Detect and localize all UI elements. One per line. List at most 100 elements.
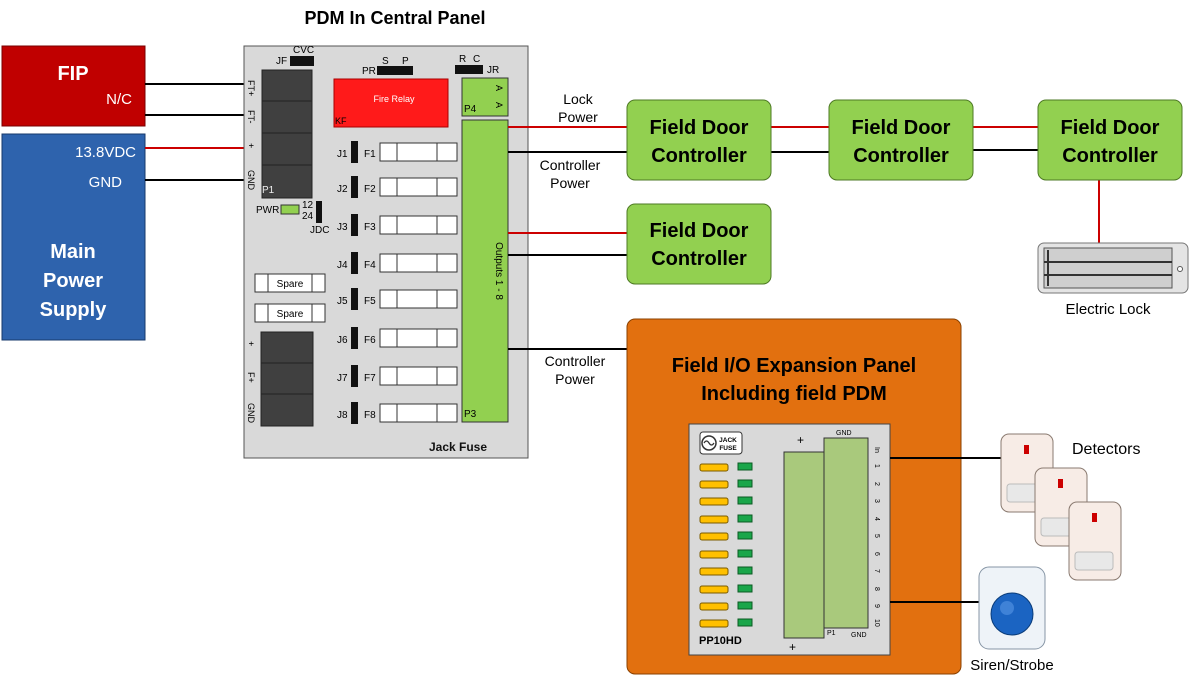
fdc-4-line2: Controller	[651, 248, 747, 270]
pp-n6: 6	[873, 552, 880, 556]
j2-label: J2	[337, 184, 348, 195]
j6-label: J6	[337, 335, 348, 346]
f2-label: F2	[364, 184, 376, 195]
field-door-controller-4: Field Door Controller	[626, 203, 772, 285]
psu-label-line2: Power	[43, 270, 103, 292]
spare-fuse-2-label: Spare	[277, 309, 304, 320]
fdc-3-line1: Field Door	[1061, 117, 1160, 139]
field-io-expansion-panel: Field I/O Expansion Panel Including fiel…	[626, 318, 962, 675]
fdc-3-line2: Controller	[1062, 145, 1158, 167]
p4-a2-label: A	[494, 102, 504, 108]
fip-nc-label: N/C	[106, 91, 132, 108]
pp-n1: 1	[873, 464, 880, 468]
pp-n9: 9	[873, 604, 880, 608]
controller-power-label-2: Power	[550, 175, 590, 191]
f3-label: F3	[364, 222, 376, 233]
fuse-row-6: J6 F6	[337, 327, 458, 349]
r-label: R	[459, 54, 466, 65]
pp-gnd-top-label: GND	[836, 430, 852, 437]
j1-label: J1	[337, 149, 348, 160]
logo-text-1: JACK	[719, 437, 737, 444]
fuse-row-2: J2 F2	[337, 176, 458, 198]
s-label: S	[382, 56, 389, 67]
lock-power-label-1: Lock	[563, 91, 594, 107]
lower-fplus-label: F+	[246, 372, 256, 383]
f6-label: F6	[364, 335, 376, 346]
pwr-12-label: 12	[302, 200, 314, 211]
pp-n3: 3	[873, 499, 880, 503]
j5-label: J5	[337, 296, 348, 307]
pp-p1-label: P1	[827, 630, 836, 637]
j4-label: J4	[337, 260, 348, 271]
expansion-title-line2: Including field PDM	[701, 383, 887, 405]
pp-n5: 5	[873, 534, 880, 538]
pp-plus-top-label: +	[797, 433, 804, 447]
pp-in-label: In	[873, 447, 880, 453]
siren-strobe-icon	[978, 566, 1046, 650]
pwr-label: PWR	[256, 205, 279, 216]
input-wires	[145, 83, 262, 181]
pp10hd-fuses	[699, 462, 753, 628]
cvc-label: CVC	[293, 45, 314, 56]
spare-fuse-1-label: Spare	[277, 279, 304, 290]
fdc-1-line2: Controller	[651, 145, 747, 167]
psu-label-line1: Main	[50, 241, 96, 263]
p4-label: P4	[464, 104, 477, 115]
p3-label: P3	[464, 409, 477, 420]
psu-gnd-label: GND	[89, 174, 123, 191]
j8-label: J8	[337, 410, 348, 421]
pp-n8: 8	[873, 587, 880, 591]
controller-power-label-1: Controller	[540, 157, 601, 173]
lower-gnd-label: GND	[246, 403, 256, 424]
ft-minus-label: FT-	[246, 110, 256, 124]
f5-label: F5	[364, 296, 376, 307]
pp10hd-model-label: PP10HD	[699, 635, 742, 647]
pp-terminal-numbers: In 1 2 3 4 5 6 7 8 9 10	[873, 447, 880, 627]
diagram-title: PDM In Central Panel	[304, 8, 485, 28]
jf-label: JF	[276, 56, 287, 67]
detectors-label: Detectors	[1072, 441, 1140, 458]
lower-plus-label: +	[246, 341, 256, 346]
f4-label: F4	[364, 260, 376, 271]
pr-label: PR	[362, 66, 376, 77]
fip-box: FIP N/C	[1, 45, 146, 127]
fuse-row-4: J4 F4	[337, 252, 458, 274]
electric-lock-icon	[1037, 242, 1189, 294]
controller-power-label-4: Power	[555, 371, 595, 387]
plus-label: +	[246, 143, 256, 148]
fdc-2-line2: Controller	[853, 145, 949, 167]
field-door-controller-3: Field Door Controller	[1037, 99, 1183, 181]
psu-voltage-label: 13.8VDC	[75, 144, 136, 161]
jr-label: JR	[487, 65, 499, 76]
pp-n7: 7	[873, 569, 880, 573]
logo-text-2: FUSE	[719, 445, 737, 452]
p1-label: P1	[262, 185, 275, 196]
fuse-row-5: J5 F5	[337, 288, 458, 310]
pwr-24-label: 24	[302, 211, 314, 222]
fdc-4-line1: Field Door	[650, 220, 749, 242]
fire-relay-label: Fire Relay	[373, 94, 415, 104]
c-label: C	[473, 54, 480, 65]
siren-strobe-label: Siren/Strobe	[970, 657, 1053, 674]
pp-n2: 2	[873, 482, 880, 486]
detector-icon	[1000, 433, 1122, 581]
electric-lock-label: Electric Lock	[1065, 301, 1151, 318]
pp-n10: 10	[873, 619, 880, 627]
gnd-label: GND	[246, 170, 256, 191]
main-power-supply: 13.8VDC GND Main Power Supply	[1, 133, 146, 341]
jdc-label: JDC	[310, 225, 329, 236]
f1-label: F1	[364, 149, 376, 160]
pdm-board: P1 FT+ FT- + GND CVC JF S P PR R C JR Fi…	[243, 45, 529, 459]
expansion-title-line1: Field I/O Expansion Panel	[672, 355, 917, 377]
fdc-1-line1: Field Door	[650, 117, 749, 139]
pdm-footer-label: Jack Fuse	[429, 440, 487, 454]
jack-fuse-logo: JACK FUSE	[699, 431, 743, 455]
fdc-2-line1: Field Door	[852, 117, 951, 139]
psu-label-line3: Supply	[40, 299, 108, 321]
pp-plus-bottom-label: +	[789, 640, 796, 654]
controller-power-label-3: Controller	[545, 353, 606, 369]
